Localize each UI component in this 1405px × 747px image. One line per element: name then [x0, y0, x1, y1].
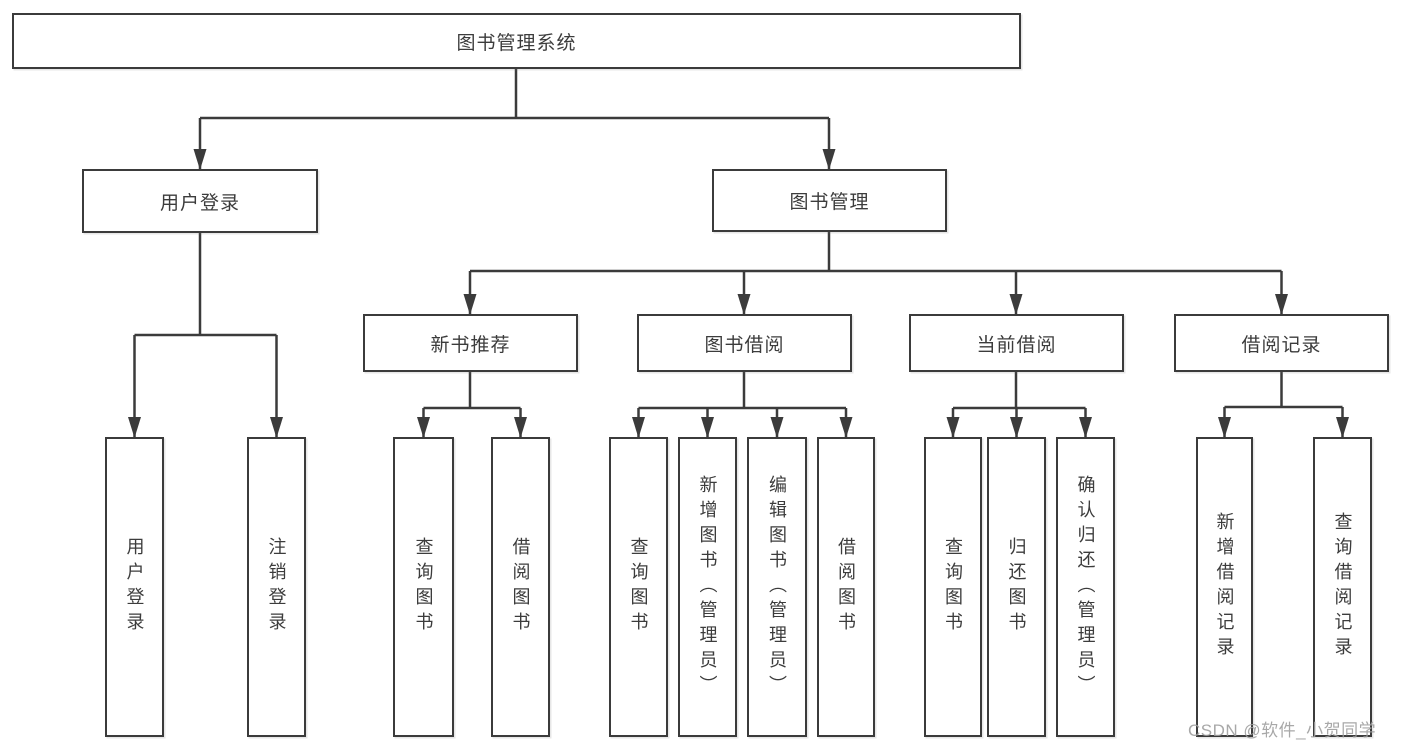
node-current-borrowing: 当前借阅 — [909, 314, 1124, 372]
leaf-query-borrow-record: 查询借阅记录 — [1313, 437, 1372, 737]
leaf-borrow-books-recommend: 借阅图书 — [491, 437, 550, 737]
leaf-add-borrow-record: 新增借阅记录 — [1196, 437, 1253, 737]
node-borrowing-records: 借阅记录 — [1174, 314, 1389, 372]
leaf-logout: 注销登录 — [247, 437, 306, 737]
csdn-watermark: CSDN @软件_小贺同学 — [1188, 721, 1377, 740]
node-book-borrowing: 图书借阅 — [637, 314, 852, 372]
leaf-query-books-recommend: 查询图书 — [393, 437, 454, 737]
leaf-query-books-current: 查询图书 — [924, 437, 982, 737]
leaf-user-login: 用户登录 — [105, 437, 164, 737]
node-book-management: 图书管理 — [712, 169, 947, 232]
leaf-borrow-books-borrowing: 借阅图书 — [817, 437, 875, 737]
node-user-login: 用户登录 — [82, 169, 318, 233]
node-library-management-system: 图书管理系统 — [12, 13, 1021, 69]
node-new-book-recommendation: 新书推荐 — [363, 314, 578, 372]
leaf-return-book: 归还图书 — [987, 437, 1046, 737]
leaf-edit-book-admin: 编辑图书（管理员） — [747, 437, 807, 737]
leaf-add-book-admin: 新增图书（管理员） — [678, 437, 737, 737]
leaf-confirm-return-admin: 确认归还（管理员） — [1056, 437, 1115, 737]
leaf-query-books-borrowing: 查询图书 — [609, 437, 668, 737]
